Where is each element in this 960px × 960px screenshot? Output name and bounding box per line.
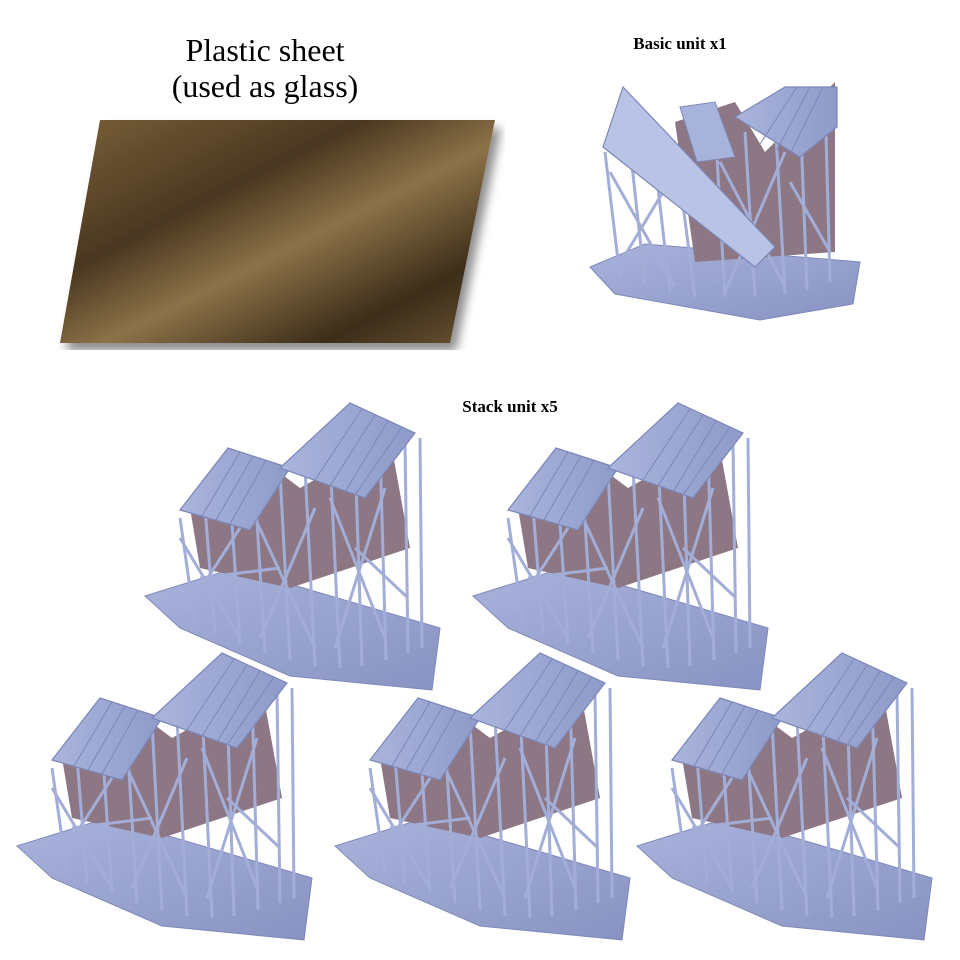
plastic-sheet-title: Plastic sheet (used as glass)	[120, 32, 410, 104]
basic-unit	[589, 82, 861, 321]
stack-unit-5	[635, 651, 934, 942]
stack-unit-4	[333, 651, 632, 942]
basic-unit-label: Basic unit x1	[633, 34, 727, 53]
stack-unit-label: Stack unit x5	[462, 397, 558, 416]
plastic-sheet-title-line2: (used as glass)	[171, 68, 359, 104]
plastic-sheet	[60, 120, 495, 343]
plastic-sheet-title-line1: Plastic sheet	[185, 32, 345, 68]
stack-unit-3	[15, 651, 314, 942]
